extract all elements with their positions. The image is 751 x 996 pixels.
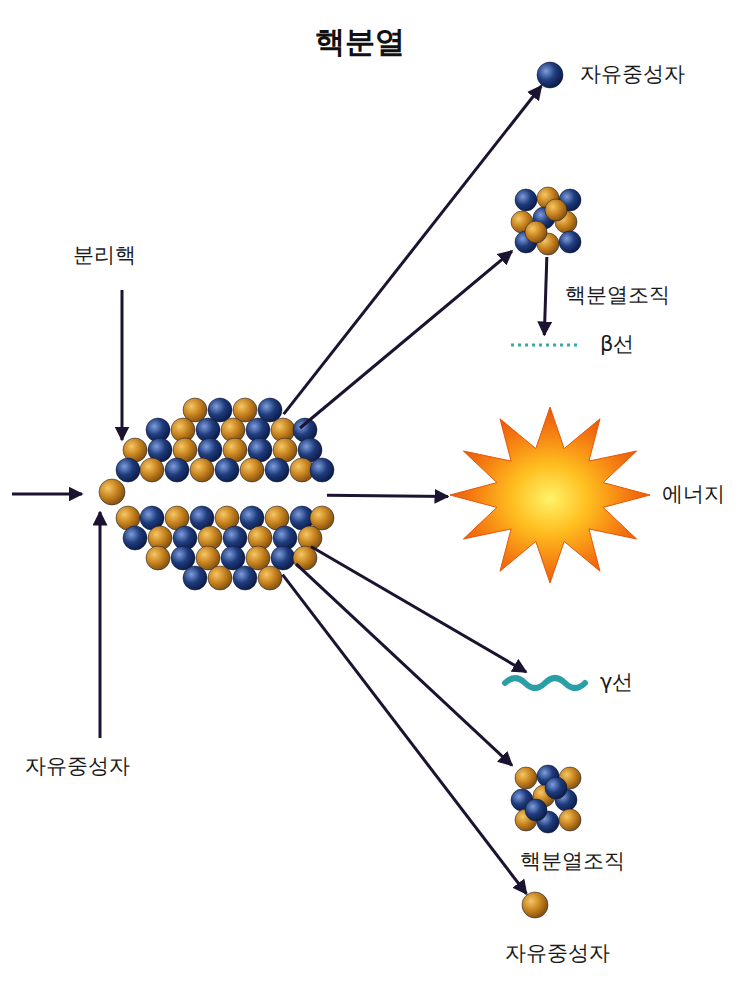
neutron-ball xyxy=(99,479,125,505)
neutron-ball xyxy=(537,62,563,88)
nucleus-upper-half xyxy=(165,458,189,482)
node-label: 자유중성자 xyxy=(25,754,130,778)
fragment-cluster xyxy=(545,777,567,799)
nucleus-lower-half xyxy=(116,506,334,590)
fragment-cluster xyxy=(559,809,581,831)
reaction-arrow xyxy=(284,86,542,414)
diagram-title: 핵분열 xyxy=(315,22,405,63)
node-label: γ선 xyxy=(600,670,633,694)
neutron-ball xyxy=(522,892,548,918)
node-label: β선 xyxy=(600,332,634,356)
reaction-arrow xyxy=(283,575,527,894)
node-label: 에너지 xyxy=(662,482,725,506)
fragment-cluster xyxy=(545,199,567,221)
nucleus-upper-half xyxy=(240,458,264,482)
free-neutron: 자유중성자 xyxy=(521,891,549,919)
fragment-cluster xyxy=(525,221,547,243)
illustration-shape xyxy=(99,512,102,738)
reaction-arrow xyxy=(300,251,512,428)
nucleus-lower-half xyxy=(233,566,257,590)
nucleus-upper-half xyxy=(310,458,334,482)
free-neutron: 자유중성자 xyxy=(536,61,564,89)
beta-ray xyxy=(511,344,578,347)
energy-burst: 에너지 xyxy=(448,410,653,585)
fragment-cluster xyxy=(515,767,537,789)
node-label: 핵분열조직 xyxy=(520,849,625,873)
gamma-ray xyxy=(505,678,585,688)
nucleus-upper-half xyxy=(190,458,214,482)
fission-fragment: 핵분열조직 xyxy=(512,763,584,835)
fragment-cluster xyxy=(511,765,581,833)
nucleus-upper-half xyxy=(215,458,239,482)
fission-fragment: 핵분열조직 xyxy=(512,185,584,257)
fragment-cluster xyxy=(525,799,547,821)
energy-burst xyxy=(450,407,650,583)
fragment-cluster xyxy=(559,231,581,253)
nucleus-upper-half xyxy=(116,398,334,482)
illustration-shape xyxy=(121,290,124,440)
gamma-ray: γ선 xyxy=(503,672,587,694)
nucleus-lower-half xyxy=(271,546,295,570)
node-label: 자유중성자 xyxy=(505,941,610,965)
node-label: 자유중성자 xyxy=(580,62,685,86)
leader-arrow xyxy=(12,290,122,738)
free-neutron: 자유중성자 xyxy=(99,479,125,505)
nucleus-upper-half xyxy=(116,458,140,482)
beta-ray: β선 xyxy=(508,335,580,355)
fragment-cluster xyxy=(515,189,537,211)
node-label: 핵분열조직 xyxy=(565,283,670,307)
fragment-cluster xyxy=(511,187,581,255)
nucleus-upper-half xyxy=(140,458,164,482)
reaction-arrow xyxy=(544,257,547,335)
reaction-arrow xyxy=(327,495,448,496)
illustration-shape xyxy=(12,493,82,496)
node-label: 분리핵 xyxy=(73,243,136,267)
nucleus-upper-half xyxy=(265,458,289,482)
nucleus-lower-half xyxy=(183,566,207,590)
nucleus-lower-half xyxy=(146,546,170,570)
nucleus-lower-half xyxy=(258,566,282,590)
split-nucleus: 분리핵 xyxy=(115,395,327,593)
nucleus-lower-half xyxy=(208,566,232,590)
nucleus-lower-half xyxy=(123,526,147,550)
